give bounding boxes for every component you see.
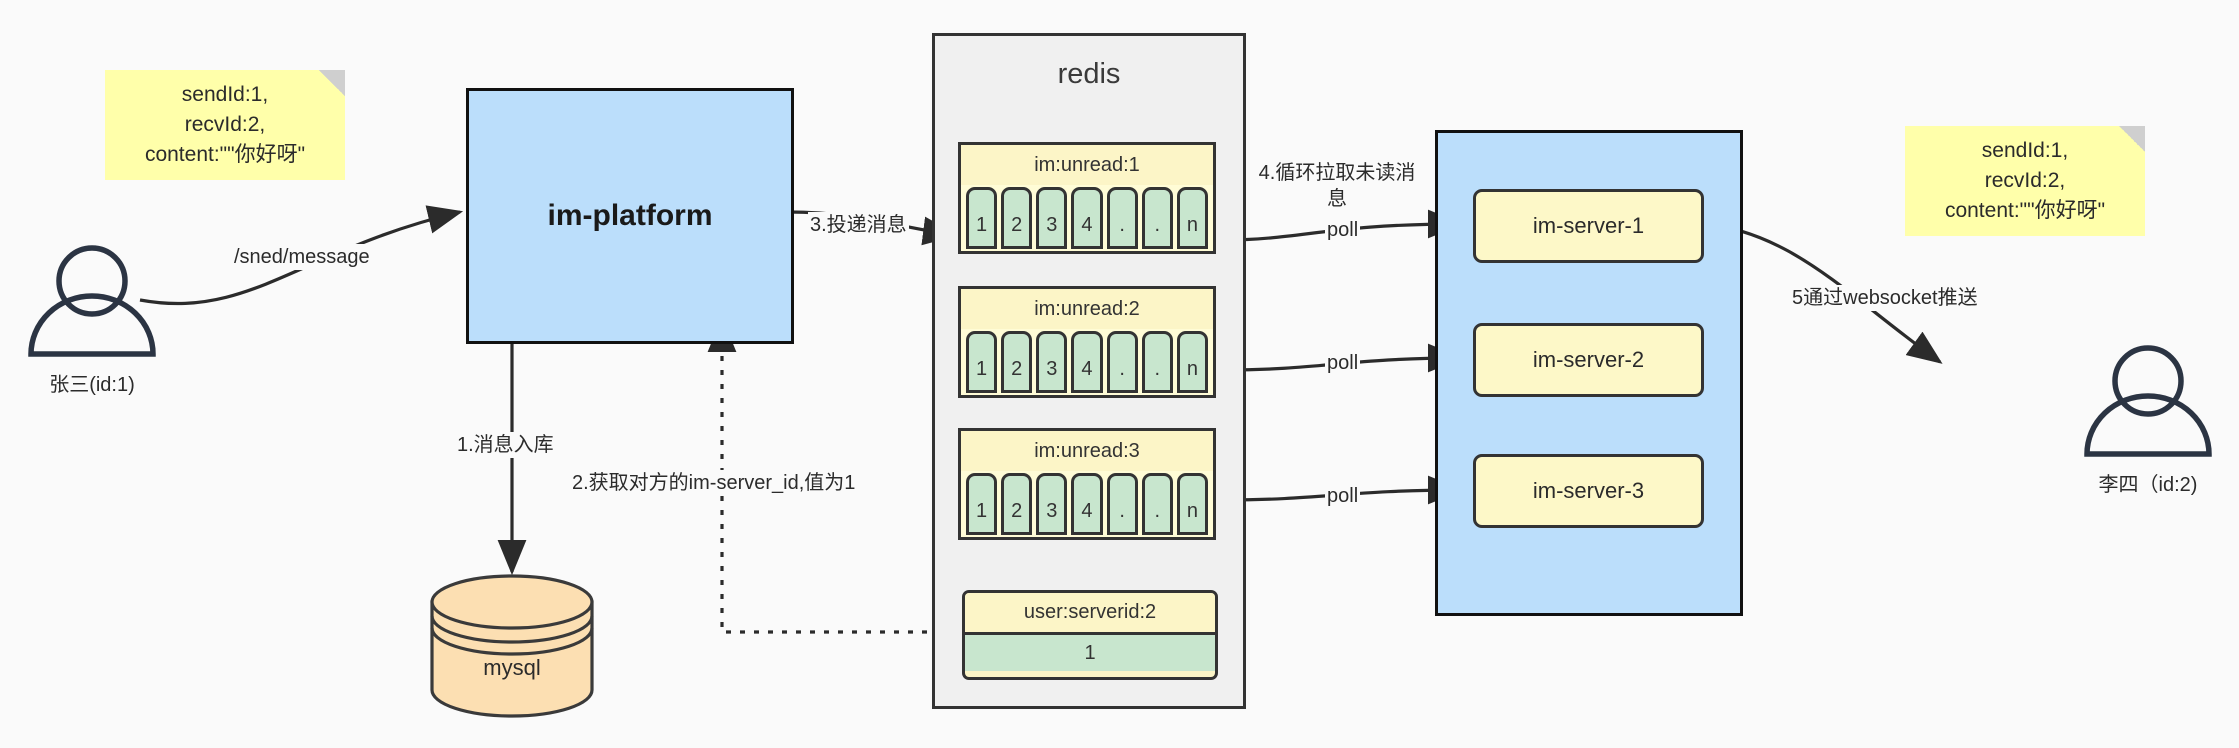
- user-serverid-key: user:serverid:2: [965, 593, 1215, 635]
- unread-group-3-key: im:unread:3: [961, 431, 1213, 471]
- edge-label-step3: 3.投递消息: [808, 212, 909, 238]
- im-server-2-box[interactable]: im-server-2: [1473, 323, 1704, 397]
- unread-group-1-key: im:unread:1: [961, 145, 1213, 185]
- note-left-text: sendId:1, recvId:2, content:""你好呀": [105, 80, 345, 170]
- mysql-label: mysql: [483, 655, 541, 680]
- im-server-1-box[interactable]: im-server-1: [1473, 189, 1704, 263]
- list-item: n: [1176, 331, 1208, 393]
- im-server-3-box[interactable]: im-server-3: [1473, 454, 1704, 528]
- sender-actor-icon: [28, 245, 156, 357]
- edge-label-step4: 4.循环拉取未读消息: [1255, 160, 1419, 212]
- unread-group-2: im:unread:2 1 2 3 4 . . n: [958, 286, 1216, 398]
- list-item: .: [1106, 187, 1138, 249]
- edge-label-poll-3: poll: [1325, 483, 1361, 509]
- mysql-cylinder: [430, 574, 594, 718]
- edge-label-step2: 2.获取对方的im-server_id,值为1: [570, 470, 858, 496]
- redis-title: redis: [1057, 58, 1121, 90]
- list-item: 2: [1001, 473, 1033, 535]
- note-right-line1: sendId:1,: [1981, 139, 2069, 162]
- note-left-line3: content:""你好呀": [144, 143, 306, 166]
- user-serverid-box: user:serverid:2 1: [962, 590, 1218, 680]
- im-platform-box[interactable]: im-platform: [466, 88, 794, 344]
- unread-group-3-cells: 1 2 3 4 . . n: [966, 473, 1208, 535]
- note-right-line2: recvId:2,: [1984, 169, 2066, 192]
- list-item: 2: [1001, 187, 1033, 249]
- list-item: 3: [1036, 473, 1068, 535]
- receiver-actor-label: 李四（id:2): [2098, 474, 2198, 496]
- list-item: 1: [966, 187, 998, 249]
- list-item: .: [1141, 187, 1173, 249]
- unread-group-2-cells: 1 2 3 4 . . n: [966, 331, 1208, 393]
- list-item: 1: [966, 473, 998, 535]
- list-item: n: [1176, 473, 1208, 535]
- note-fold-icon: [319, 70, 345, 96]
- edge-label-send-message: /sned/message: [232, 244, 372, 270]
- edge-label-poll-1: poll: [1325, 217, 1361, 243]
- list-item: .: [1141, 473, 1173, 535]
- note-left-line2: recvId:2,: [184, 113, 266, 136]
- list-item: .: [1106, 473, 1138, 535]
- list-item: 1: [966, 331, 998, 393]
- list-item: .: [1106, 331, 1138, 393]
- unread-group-2-key: im:unread:2: [961, 289, 1213, 329]
- list-item: .: [1141, 331, 1173, 393]
- edge-label-step1: 1.消息入库: [455, 432, 556, 458]
- list-item: 4: [1071, 187, 1103, 249]
- note-fold-icon: [2119, 126, 2145, 152]
- edge-label-poll-2: poll: [1325, 350, 1361, 376]
- list-item: 4: [1071, 473, 1103, 535]
- unread-group-1-cells: 1 2 3 4 . . n: [966, 187, 1208, 249]
- unread-group-3: im:unread:3 1 2 3 4 . . n: [958, 428, 1216, 540]
- list-item: 3: [1036, 331, 1068, 393]
- list-item: n: [1176, 187, 1208, 249]
- note-right-line3: content:""你好呀": [1944, 199, 2106, 222]
- sender-actor-label: 张三(id:1): [49, 374, 135, 396]
- list-item: 4: [1071, 331, 1103, 393]
- unread-group-1: im:unread:1 1 2 3 4 . . n: [958, 142, 1216, 254]
- list-item: 3: [1036, 187, 1068, 249]
- note-right-text: sendId:1, recvId:2, content:""你好呀": [1905, 136, 2145, 226]
- list-item: 2: [1001, 331, 1033, 393]
- note-left: sendId:1, recvId:2, content:""你好呀": [105, 70, 345, 180]
- edge-label-step5: 5通过websocket推送: [1790, 285, 1980, 311]
- note-right: sendId:1, recvId:2, content:""你好呀": [1905, 126, 2145, 236]
- receiver-actor-icon: [2084, 345, 2212, 457]
- user-serverid-value: 1: [965, 635, 1215, 671]
- note-left-line1: sendId:1,: [181, 83, 269, 106]
